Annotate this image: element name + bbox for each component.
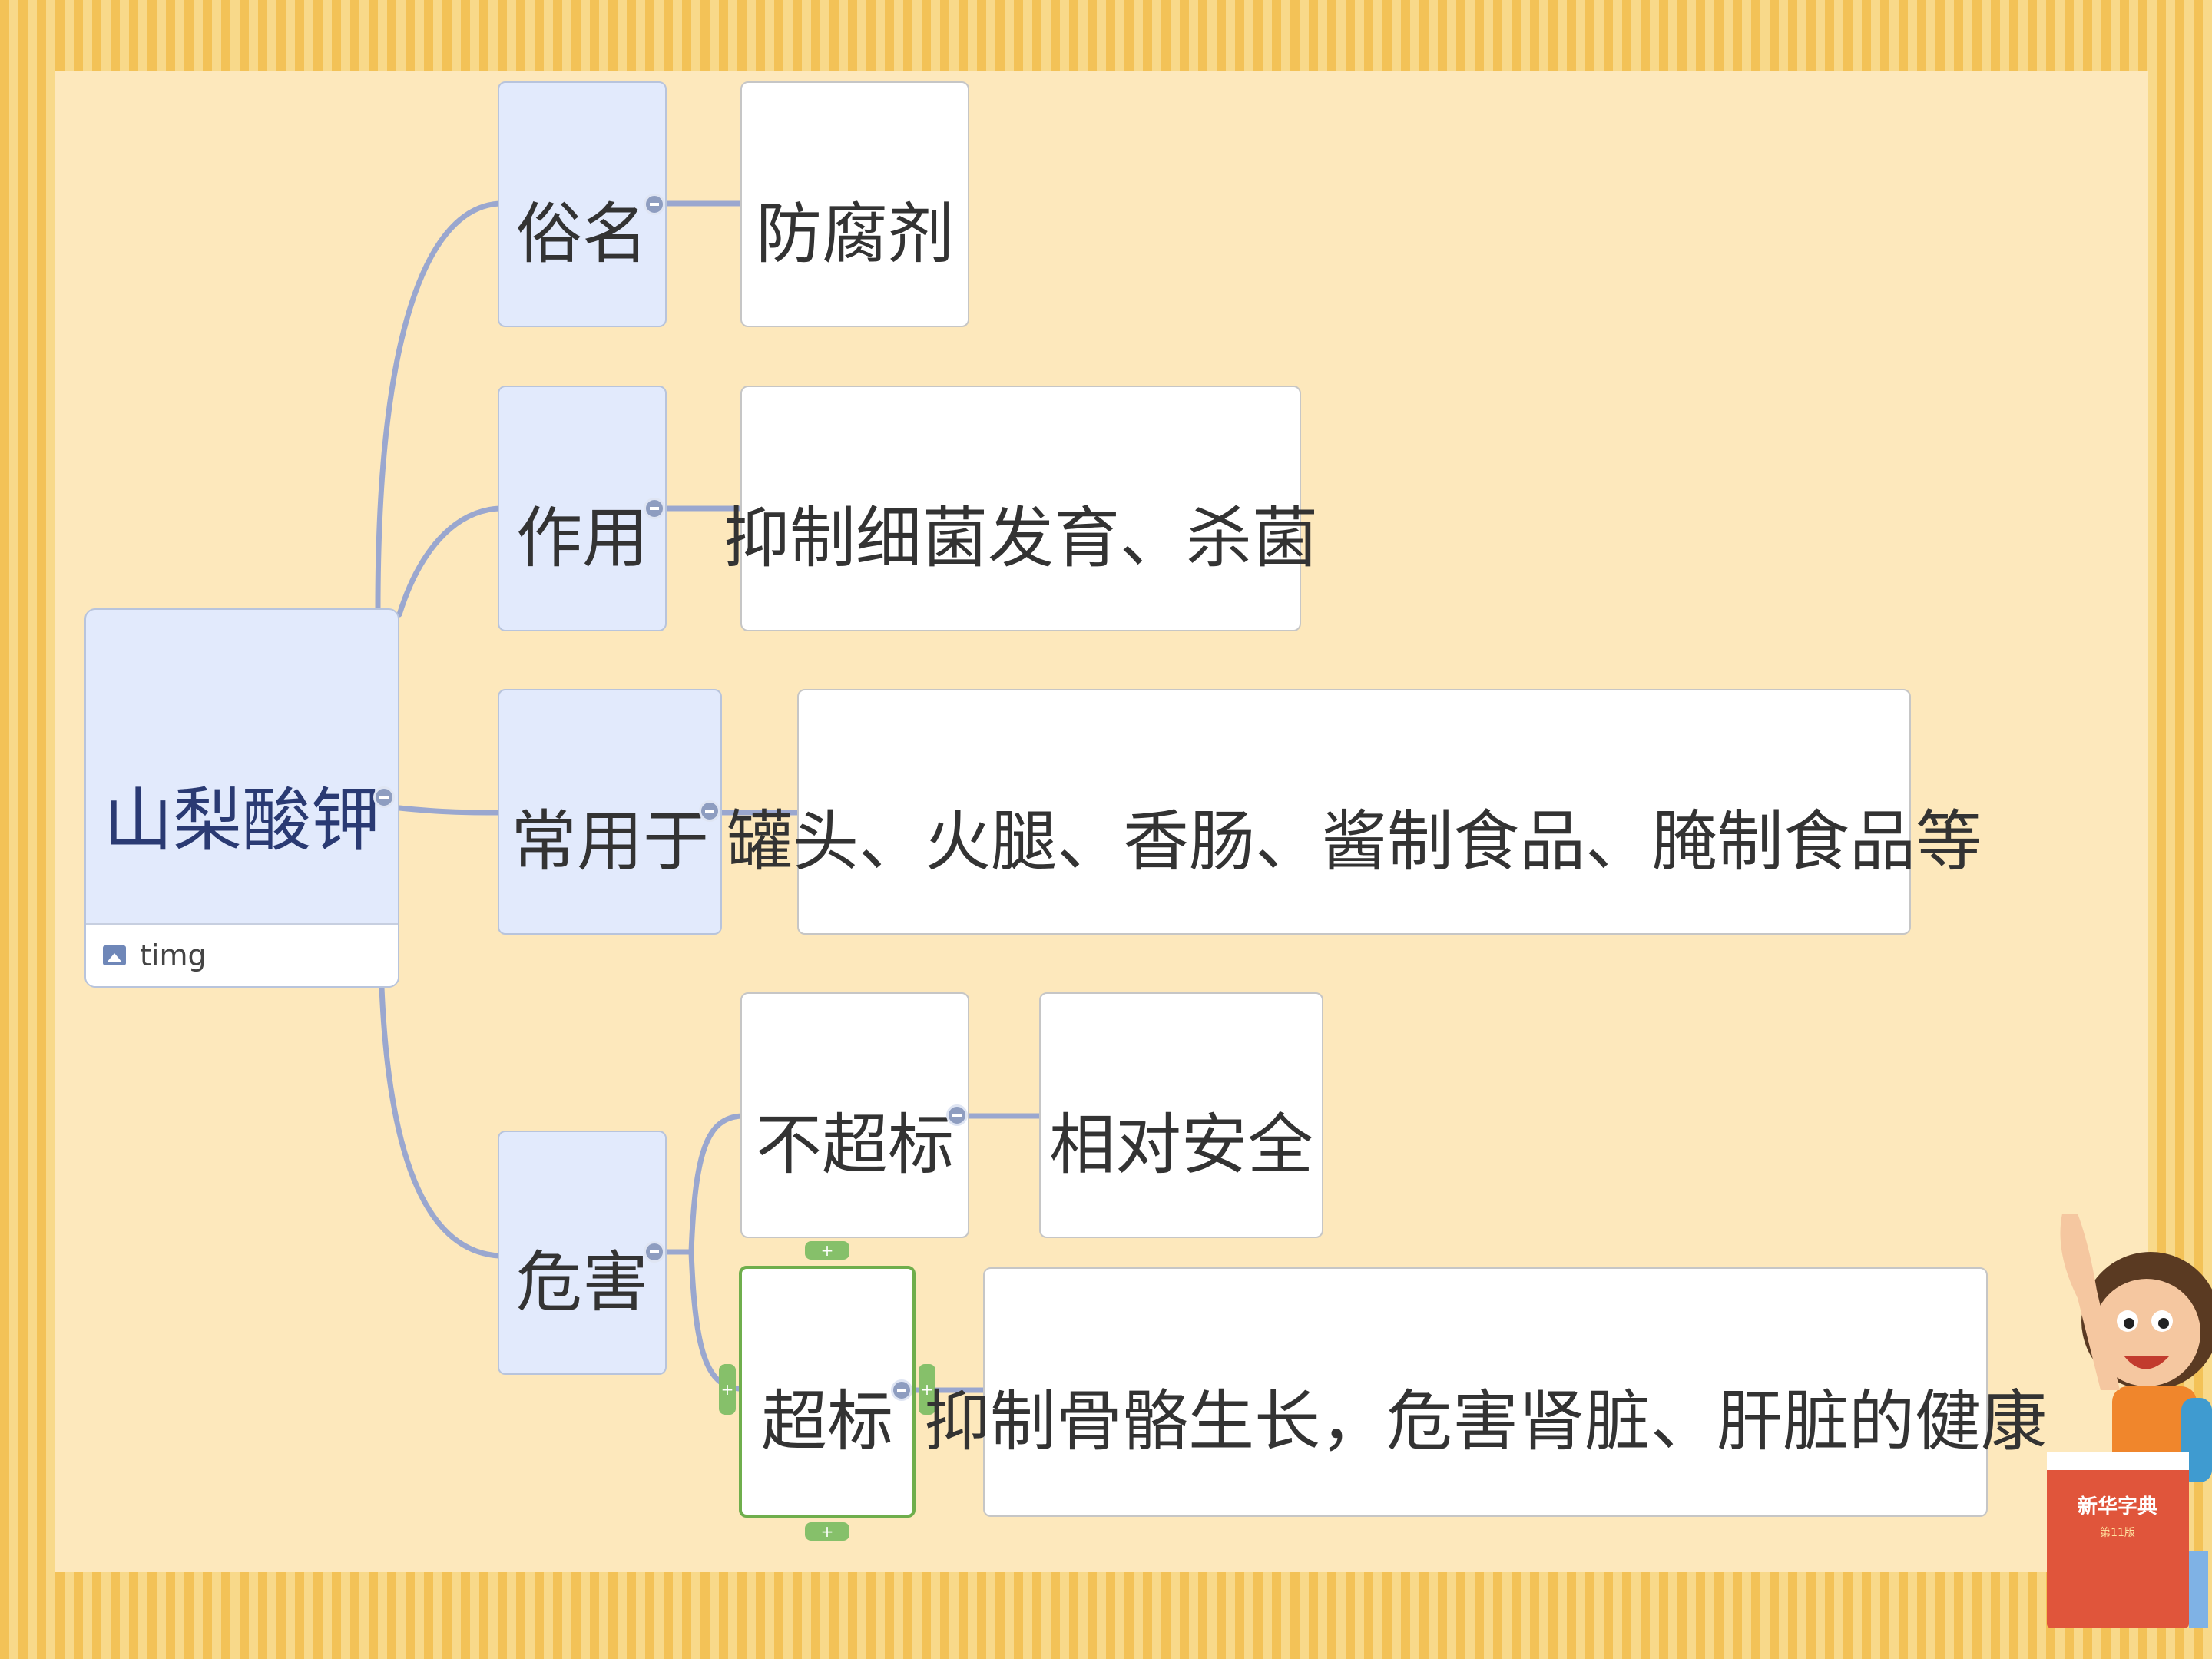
add-topic-below-handle[interactable]: +	[805, 1522, 849, 1541]
root-topic[interactable]: 山梨酸钾 timg	[84, 608, 399, 988]
collapse-toggle-icon[interactable]	[891, 1379, 912, 1401]
book-title: 新华字典	[2078, 1495, 2157, 1518]
subtopic-label: 抑制骨骼生长，危害肾脏、肝脏的健康	[924, 1383, 2047, 1460]
subtopic-suming-value[interactable]: 防腐剂	[740, 81, 969, 327]
connector-root-zuoyong	[396, 505, 502, 618]
add-topic-left-handle[interactable]: +	[719, 1364, 736, 1415]
collapse-toggle-icon[interactable]	[644, 498, 665, 519]
topic-label: 俗名	[516, 195, 648, 273]
subtopic-label: 抑制细菌发育、杀菌	[724, 499, 1318, 577]
subtopic-changyongyu-value[interactable]: 罐头、火腿、香肠、酱制食品、腌制食品等	[727, 689, 1982, 935]
subtopic-buchaobiao-value[interactable]: 相对安全	[1039, 992, 1323, 1238]
topic-label: 作用	[516, 499, 648, 577]
topic-label: 常用于	[511, 803, 709, 880]
add-topic-above-handle[interactable]: +	[805, 1241, 849, 1260]
subtopic-label: 相对安全	[1049, 1106, 1313, 1184]
subtopic-zuoyong-value[interactable]: 抑制细菌发育、杀菌	[724, 386, 1318, 631]
topic-weihai[interactable]: 危害	[498, 1131, 667, 1375]
topic-label: 危害	[516, 1243, 648, 1321]
root-attachment[interactable]: timg	[86, 923, 398, 986]
subtopic-label: 不超标	[756, 1106, 954, 1184]
collapse-toggle-icon[interactable]	[644, 1241, 665, 1263]
topic-zuoyong[interactable]: 作用	[498, 386, 667, 631]
root-topic-label: 山梨酸钾	[104, 780, 380, 861]
connector-root-suming	[375, 200, 502, 611]
collapse-toggle-icon[interactable]	[373, 786, 395, 808]
connector-root-weihai	[379, 985, 502, 1259]
cartoon-kid-illustration: 新华字典 第11版	[2047, 1214, 2212, 1628]
subtopic-chaobiao-selected[interactable]: 超标	[739, 1266, 916, 1518]
collapse-toggle-icon[interactable]	[946, 1104, 968, 1126]
book-subtitle: 第11版	[2100, 1526, 2135, 1539]
collapse-toggle-icon[interactable]	[644, 194, 665, 215]
subtopic-chaobiao-value[interactable]: 抑制骨骼生长，危害肾脏、肝脏的健康	[924, 1267, 2047, 1517]
connector-root-changyongyu	[396, 805, 502, 816]
subtopic-label: 超标	[761, 1382, 893, 1460]
subtopic-label: 防腐剂	[756, 195, 954, 273]
collapse-toggle-icon[interactable]	[699, 800, 720, 822]
book-icon	[2047, 1452, 2189, 1628]
subtopic-label: 罐头、火腿、香肠、酱制食品、腌制食品等	[727, 803, 1982, 880]
topic-suming[interactable]: 俗名	[498, 81, 667, 327]
connector-weihai-fork	[664, 1113, 745, 1255]
subtopic-buchaobiao[interactable]: 不超标	[740, 992, 969, 1238]
add-topic-right-handle[interactable]: +	[919, 1364, 935, 1415]
attachment-label: timg	[140, 939, 207, 972]
image-icon	[103, 945, 126, 965]
topic-changyongyu[interactable]: 常用于	[498, 689, 722, 935]
